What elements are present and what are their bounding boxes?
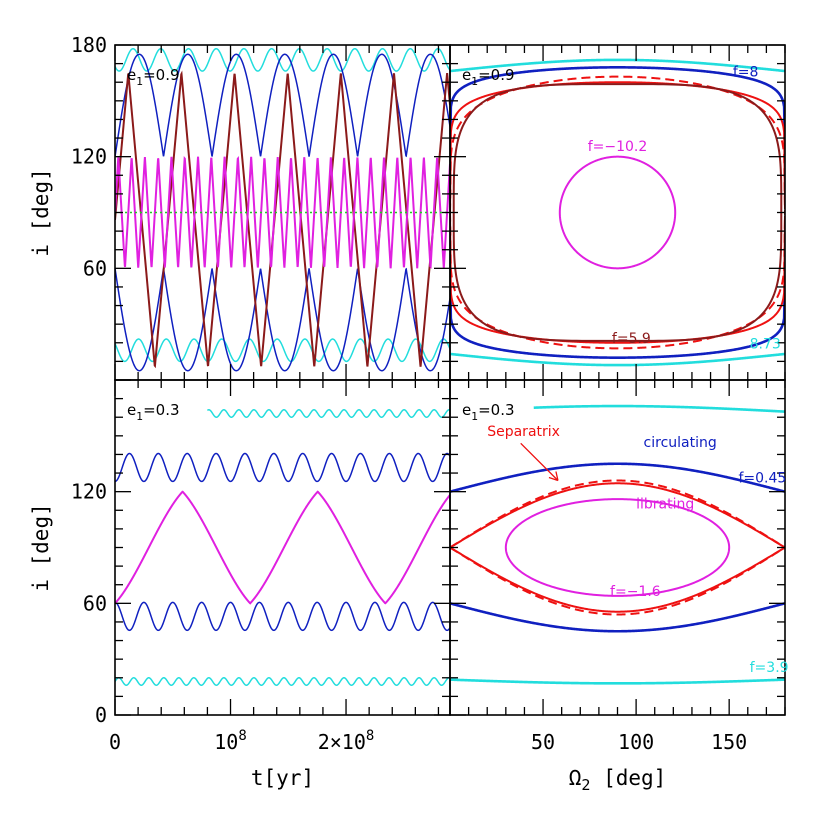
curve-magenta-4-0 [504, 498, 731, 597]
curve-cyan-5-0 [450, 678, 785, 685]
series-line-brown-4 [115, 70, 450, 369]
series-line-cyan-0 [206, 409, 450, 418]
annotation-cyan-3: 8.73 [750, 336, 781, 352]
panel-top-left [115, 47, 450, 372]
ytick-label: 60 [83, 591, 107, 615]
curve-red-3-0 [450, 479, 785, 549]
curve-red-2-0 [450, 482, 785, 549]
curve-magenta-5-0 [558, 155, 677, 270]
x-axis-title-time: t[yr] [251, 766, 314, 790]
annotation-brown-2: f=5.9 [612, 331, 651, 347]
series-line-cyan-0 [115, 47, 450, 72]
series-line-blue-3 [115, 267, 450, 372]
curve-red-3-1 [450, 212, 785, 344]
panel-label-bottom-right: e1=0.3 [462, 401, 515, 423]
annotation-cyan-5: f=3.9 [750, 660, 789, 676]
panel-top-right [450, 58, 785, 367]
series-line-cyan-3 [115, 677, 450, 686]
xtick-label: 0 [109, 730, 121, 754]
curve-red-2-1 [450, 212, 785, 350]
y-axis-title: i [deg] [29, 168, 53, 257]
curve-cyan-0-0 [533, 404, 785, 413]
xtick-label: 100 [618, 730, 654, 754]
curve-blue-1-1 [450, 602, 785, 633]
panel-frame-bottom-left [114, 379, 451, 716]
series-line-blue-1 [115, 452, 450, 483]
ytick-label: 120 [71, 480, 107, 504]
x-axis-title-omega: Ω2 [deg] [569, 766, 667, 794]
series-line-cyan-1 [115, 338, 450, 363]
series-line-blue-2 [115, 601, 450, 632]
xtick-label: 150 [711, 730, 747, 754]
curve-red-3-1 [450, 546, 785, 616]
curve-brown-4-0 [452, 83, 783, 342]
xtick-label: 2×108 [318, 728, 375, 754]
frames-group [114, 44, 786, 716]
curve-cyan-0-0 [450, 58, 785, 73]
separatrix-arrow-line [520, 442, 559, 481]
annotation-magenta-3: librating [636, 496, 694, 512]
annotation-blue-1: circulating [644, 435, 717, 451]
curve-blue-1-0 [450, 66, 785, 157]
panel-label-top-right: e1=0.9 [462, 66, 515, 88]
curve-cyan-0-1 [450, 352, 785, 367]
ytick-label: 120 [71, 145, 107, 169]
annotation-magenta-4: f=−1.6 [610, 584, 661, 600]
curve-blue-1-0 [450, 462, 785, 493]
curve-blue-1-1 [450, 268, 785, 359]
panel-bottom-right [450, 404, 785, 685]
series-line-magenta-4 [115, 490, 450, 605]
separatrix-arrow-head [548, 471, 559, 482]
panel-label-top-left: e1=0.9 [127, 66, 180, 88]
y-axis-title: i [deg] [29, 503, 53, 592]
curve-red-2-1 [450, 546, 785, 613]
annotation-magenta-1: f=−10.2 [588, 139, 648, 155]
xtick-label: 50 [531, 730, 555, 754]
xtick-label: 108 [214, 728, 247, 754]
annotation-red-0: Separatrix [487, 424, 560, 440]
panel-label-bottom-left: e1=0.3 [127, 401, 180, 423]
annotation-blue-0: f=8 [733, 65, 759, 81]
ytick-label: 60 [83, 256, 107, 280]
annotation-blue-2: f=0.45 [738, 470, 786, 486]
series-line-magenta-5 [115, 156, 450, 269]
ytick-label: 180 [71, 33, 107, 57]
panel-bottom-left [115, 409, 450, 686]
ytick-label: 0 [95, 703, 107, 727]
panels-group [115, 47, 785, 686]
